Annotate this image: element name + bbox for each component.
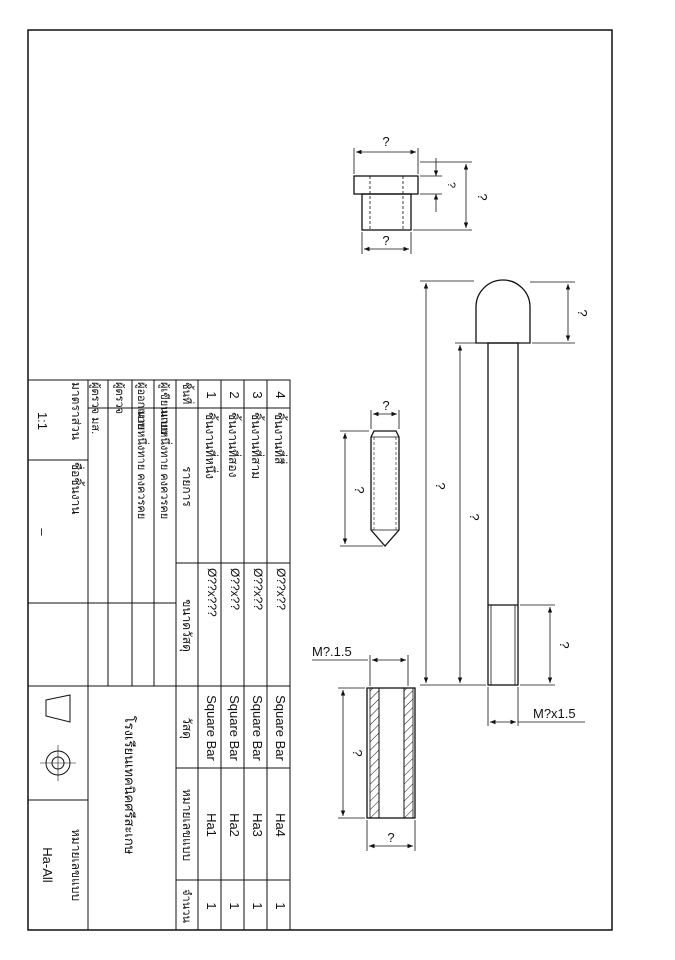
cap-part — [353, 175, 419, 231]
rod-dim-total: ? — [433, 482, 448, 489]
cap-dim-h1: ? — [445, 182, 457, 188]
cap-dim-h2: ? — [475, 193, 490, 200]
cap-dim-bottom: ? — [382, 233, 389, 248]
parts-table — [175, 379, 291, 931]
rod-dim-head: ? — [575, 309, 590, 316]
rod-part — [475, 279, 531, 686]
cap-dim-top: ? — [382, 134, 389, 149]
title-block — [27, 379, 177, 931]
sleeve-dim-length: ? — [350, 749, 365, 756]
rod-dim-thread: ? — [557, 641, 572, 648]
pin-dim-length: ? — [352, 486, 367, 493]
sleeve-thread-spec: M?.1.5 — [312, 644, 352, 659]
sheet-border — [27, 29, 613, 931]
sleeve-dimensions — [312, 655, 416, 851]
rod-thread-spec: M?x1.5 — [533, 706, 576, 721]
projection-symbol-icon — [40, 694, 76, 781]
rod-dim-body: ? — [467, 513, 482, 520]
pin-part — [370, 430, 400, 547]
sleeve-part — [366, 687, 416, 819]
pin-dimensions — [340, 410, 400, 547]
rod-dimensions — [420, 280, 585, 726]
pin-dim-width: ? — [382, 398, 389, 413]
sleeve-dim-width: ? — [387, 830, 394, 845]
cap-dimensions — [353, 148, 472, 254]
